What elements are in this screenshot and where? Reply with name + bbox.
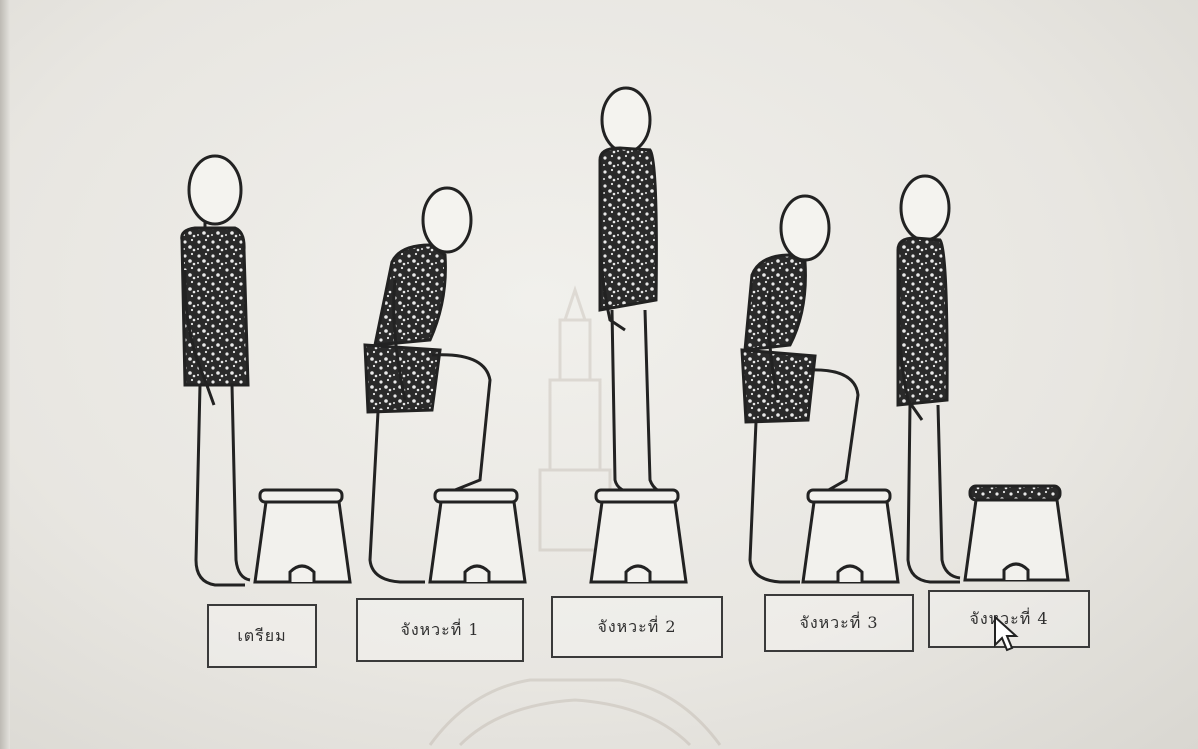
person-prepare	[182, 156, 250, 585]
step-label-beat-2: จังหวะที่ 2	[551, 596, 723, 658]
stool-beat-2	[591, 490, 686, 582]
mouse-pointer-icon	[993, 615, 1019, 653]
step-label-prepare: เตรียม	[207, 604, 317, 668]
stool-beat-4	[965, 486, 1068, 580]
stool-beat-3	[803, 490, 898, 582]
step-label-beat-3: จังหวะที่ 3	[764, 594, 914, 652]
stool-beat-1	[430, 490, 525, 582]
person-beat-4	[898, 176, 960, 582]
stool-prepare	[255, 490, 350, 582]
step-label-beat-1: จังหวะที่ 1	[356, 598, 524, 662]
person-beat-2	[600, 88, 672, 495]
